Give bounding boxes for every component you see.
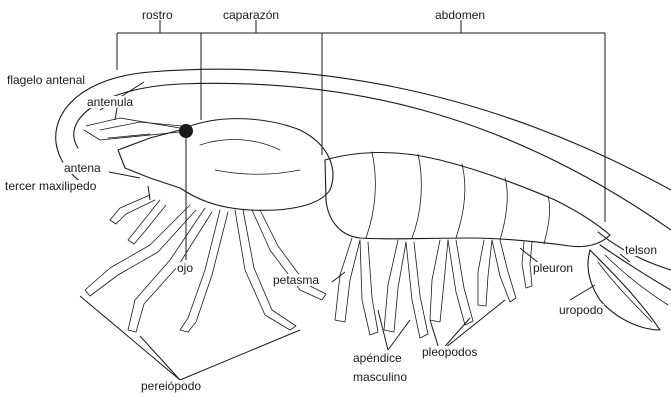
label-antena: antena	[63, 162, 102, 174]
label-apendice: apéndice	[352, 352, 403, 364]
antennule	[84, 118, 180, 140]
label-pleuron: pleuron	[532, 262, 574, 274]
label-pereiopodo: pereiópodo	[140, 380, 202, 392]
label-telson: telson	[624, 244, 658, 256]
label-tercer-maxilipedo: tercer maxilipedo	[4, 180, 97, 192]
pleopods-group	[335, 238, 532, 338]
label-abdomen: abdomen	[434, 9, 486, 21]
label-antenula: antenula	[86, 96, 134, 108]
carapace-outline	[118, 119, 333, 211]
label-ojo: ojo	[176, 262, 194, 274]
label-rostro: rostro	[141, 9, 174, 21]
abdomen-segment-line-1	[366, 152, 375, 238]
abdomen-segment-line-4	[500, 178, 507, 240]
carapace-detail	[200, 140, 300, 175]
label-pleopodos: pleopodos	[421, 346, 478, 358]
abdomen-segment-line-3	[456, 164, 465, 238]
top-bracket-lines	[117, 20, 605, 222]
label-leader-lines	[80, 82, 630, 380]
label-flagelo-antenal: flagelo antenal	[6, 74, 86, 86]
label-masculino: masculino	[352, 371, 408, 383]
label-petasma: petasma	[272, 274, 320, 286]
pereiopods-group	[85, 195, 326, 332]
abdomen-segment-line-2	[412, 154, 421, 238]
abdomen-segment-line-5	[544, 196, 550, 244]
label-uropodo: uropodo	[558, 304, 604, 316]
label-caparazon: caparazón	[222, 9, 280, 21]
